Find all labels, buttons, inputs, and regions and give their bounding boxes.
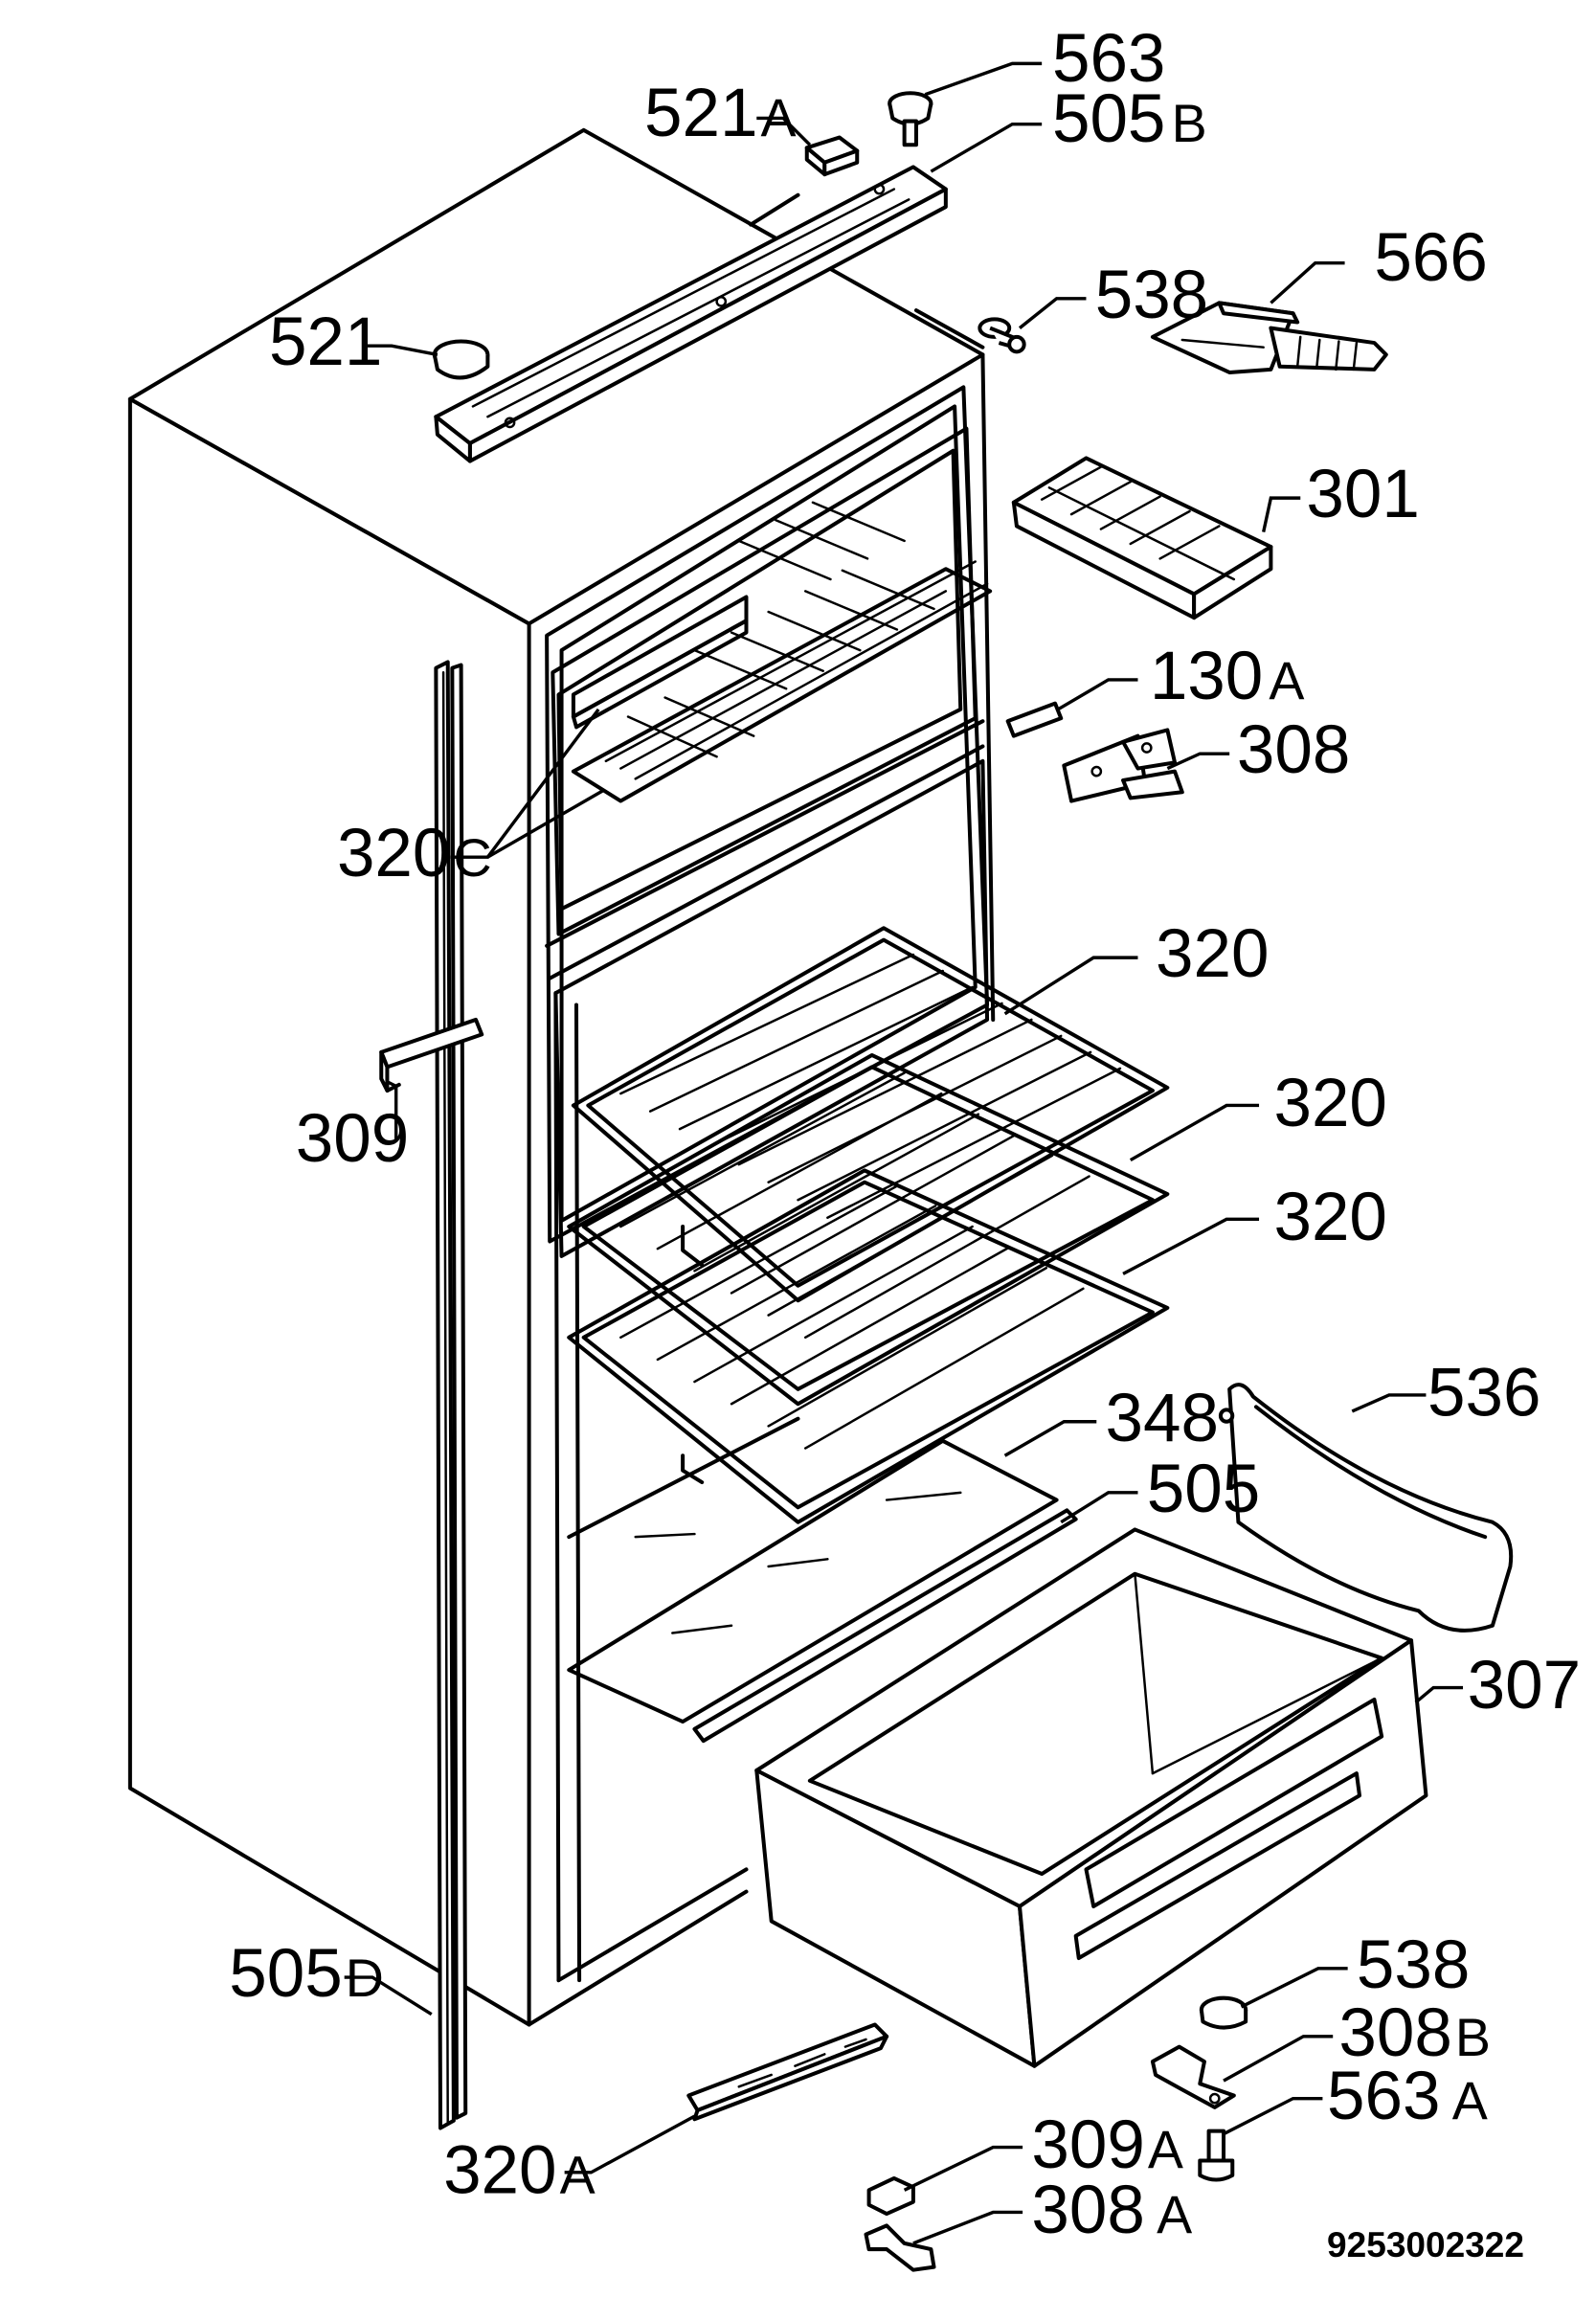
rail-505 (692, 1508, 1078, 1744)
label-521a: 521A (644, 76, 797, 151)
hinge-308 (1062, 728, 1184, 803)
label-566: 566 (1374, 220, 1487, 296)
fridge-shelf-320-lower (567, 1168, 1170, 1524)
hinge-308b (1150, 2044, 1236, 2109)
crisper-drawer-307 (754, 1527, 1428, 2068)
shelf-rail-320a (686, 2022, 889, 2122)
label-320-middle: 320 (1273, 1066, 1386, 1141)
label-320-lower: 320 (1273, 1180, 1386, 1255)
part-521a-cap (804, 135, 860, 177)
part-563-pin (888, 91, 933, 147)
part-309a-block (866, 2175, 915, 2217)
part-130a-clip (1005, 701, 1064, 738)
label-563: 563 (1052, 21, 1165, 97)
part-538-top (978, 317, 1026, 354)
label-536: 536 (1427, 1356, 1540, 1431)
label-308: 308 (1237, 712, 1350, 788)
label-538-bottom: 538 (1357, 1927, 1470, 2003)
label-505d: 505D (229, 1936, 384, 2012)
top-hinge-bar-505b (434, 165, 948, 463)
label-320-upper: 320 (1156, 916, 1269, 992)
label-320c: 320C (337, 816, 492, 891)
ice-scraper-566 (1150, 301, 1388, 374)
ice-cube-tray-301 (1011, 456, 1273, 620)
fridge-shelf-320-middle (567, 1052, 1170, 1407)
label-521: 521 (269, 304, 382, 380)
label-309a: 309A (1031, 2107, 1183, 2183)
label-307: 307 (1468, 1648, 1581, 1724)
label-505: 505 (1147, 1452, 1260, 1527)
label-309: 309 (296, 1101, 409, 1177)
door-bin-536 (1218, 1383, 1514, 1633)
bracket-309 (379, 1017, 484, 1093)
label-348: 348 (1106, 1381, 1219, 1456)
leader-lines (344, 61, 1464, 2245)
label-320a: 320A (443, 2132, 596, 2208)
glass-shelf-348 (567, 1416, 1059, 1724)
hinge-308a (864, 2223, 936, 2272)
label-308b: 308B (1338, 1995, 1491, 2071)
drawing-number: 9253002322 (1327, 2224, 1524, 2264)
part-538-bottom (1199, 1995, 1248, 2030)
part-563a-pin (1198, 2129, 1235, 2182)
part-521-cap (432, 339, 490, 380)
freezer-shelf-320c (571, 501, 993, 803)
label-538-top: 538 (1095, 258, 1208, 333)
label-301: 301 (1306, 457, 1419, 532)
